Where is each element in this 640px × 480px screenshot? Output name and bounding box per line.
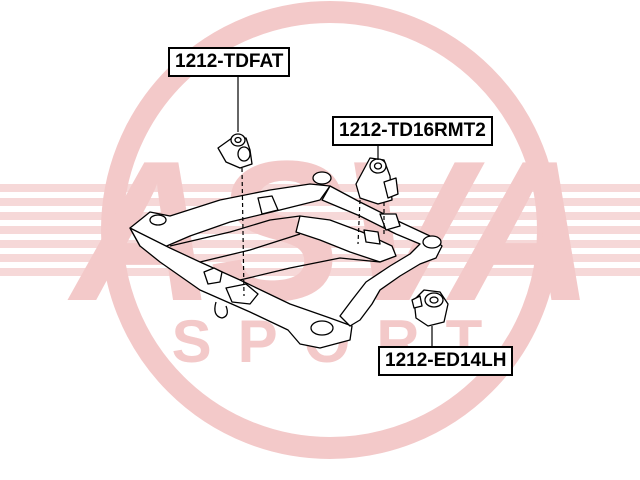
leader-lines <box>237 76 433 346</box>
mount-parts <box>217 133 449 327</box>
subframe-drawing <box>129 171 443 349</box>
part-label-td16rmt2: 1212-TD16RMT2 <box>332 116 493 146</box>
part-label-ed14lh: 1212-ED14LH <box>378 346 514 376</box>
leader-line-tdfat-dash <box>241 167 245 297</box>
part-label-tdfat: 1212-TDFAT <box>168 47 291 77</box>
mount-bushing-rear-right <box>422 235 442 249</box>
subframe-rear-crossmember <box>295 215 397 263</box>
subframe-brace <box>169 215 381 281</box>
subframe-hook <box>214 301 228 319</box>
mount-part-tdfat <box>217 133 253 169</box>
mount-bushing-rear-left <box>310 320 334 336</box>
leader-line-td16rmt2-dash-a <box>357 199 361 245</box>
mount-bushing-front-right <box>312 171 332 185</box>
mount-bushing-front-left <box>149 214 167 226</box>
mount-part-td16rmt2 <box>355 157 399 205</box>
subframe-center-tower <box>257 195 279 215</box>
watermark-circle <box>101 1 559 459</box>
mount-part-ed14lh <box>411 289 449 327</box>
